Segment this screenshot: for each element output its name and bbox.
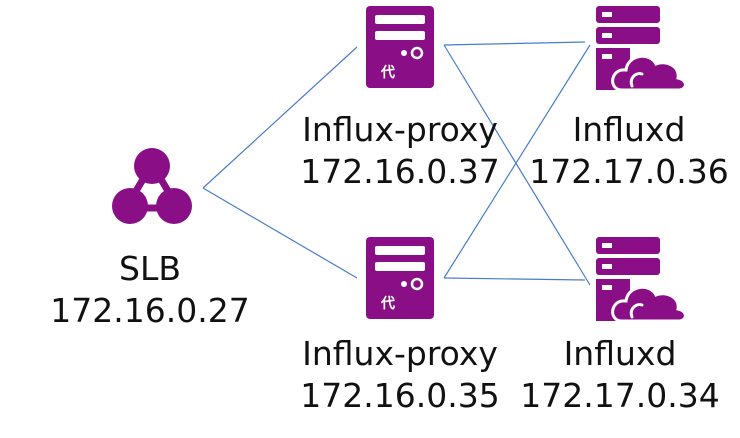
proxy-glyph-top: 代 [380, 64, 395, 81]
slb-name: SLB [119, 249, 181, 288]
load-balancer-icon [112, 148, 192, 224]
slb-ip: 172.16.0.27 [50, 291, 250, 330]
connector-proxy-bottom-to-influxd-bottom [443, 277, 586, 281]
proxy-bottom-name: Influx-proxy [302, 334, 498, 373]
influxd-bottom-name: Influxd [563, 334, 677, 373]
influxd-top-label: Influxd 172.17.0.36 [529, 109, 728, 193]
connector-slb-to-proxy-top [202, 46, 358, 189]
influxd-bottom-label: Influxd 172.17.0.34 [520, 333, 719, 417]
proxy-server-icon-top: 代 [366, 6, 434, 88]
slb-label: SLB 172.16.0.27 [50, 248, 249, 332]
connector-proxy-top-to-influxd-bottom [443, 44, 591, 286]
proxy-server-icon-bottom: 代 [366, 237, 434, 319]
cloud-server-icon-top [596, 6, 687, 92]
proxy-bottom-label: Influx-proxy 172.16.0.35 [300, 333, 499, 417]
connector-proxy-top-to-influxd-top [443, 41, 586, 46]
proxy-top-ip: 172.16.0.37 [300, 152, 500, 191]
connector-proxy-bottom-to-influxd-top [443, 44, 591, 279]
connectors [202, 41, 591, 286]
proxy-bottom-ip: 172.16.0.35 [300, 376, 500, 415]
influxd-top-ip: 172.17.0.36 [529, 152, 729, 191]
influxd-top-name: Influxd [572, 110, 686, 149]
influxd-bottom-ip: 172.17.0.34 [520, 376, 720, 415]
proxy-glyph-bottom: 代 [380, 295, 395, 312]
cloud-server-icon-bottom [596, 237, 687, 323]
proxy-top-label: Influx-proxy 172.16.0.37 [300, 109, 499, 193]
connector-slb-to-proxy-bottom [202, 187, 358, 279]
proxy-top-name: Influx-proxy [302, 110, 498, 149]
